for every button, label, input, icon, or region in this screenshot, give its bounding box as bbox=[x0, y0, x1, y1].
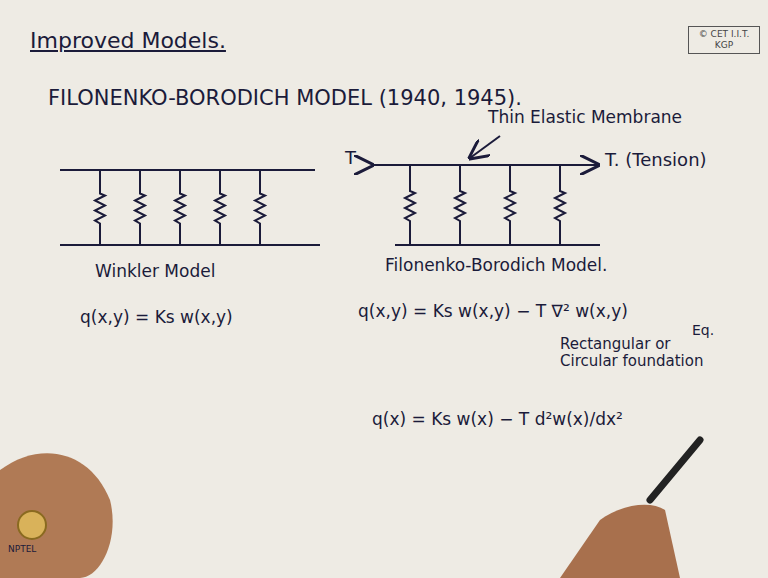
model-heading: FILONENKO-BORODICH MODEL (1940, 1945). bbox=[48, 86, 522, 110]
membrane-label: Thin Elastic Membrane bbox=[488, 108, 682, 128]
model-name: Winkler Model bbox=[95, 262, 215, 282]
spring-symbol bbox=[215, 170, 225, 245]
membrane-line bbox=[372, 164, 598, 166]
spring-symbol bbox=[95, 170, 105, 245]
pen-shape bbox=[650, 440, 700, 500]
model-name: Filonenko-Borodich Model. bbox=[385, 256, 607, 276]
logo-text: NPTEL bbox=[8, 544, 36, 554]
spring-symbol bbox=[405, 165, 415, 245]
leader-arrow bbox=[470, 136, 500, 158]
spring-symbol bbox=[255, 170, 265, 245]
spring-symbols bbox=[405, 165, 565, 245]
equation: q(x,y) = Ks w(x,y) bbox=[80, 308, 233, 328]
nptel-logo bbox=[18, 511, 46, 539]
spring-symbol bbox=[505, 165, 515, 245]
spring-symbol bbox=[555, 165, 565, 245]
base-line bbox=[395, 244, 600, 246]
hand-shape bbox=[560, 505, 680, 578]
note: Eq. bbox=[692, 322, 714, 338]
note: Rectangular or Circular foundation bbox=[560, 336, 710, 371]
hand-shape bbox=[0, 453, 113, 578]
spring-symbol bbox=[175, 170, 185, 245]
tension-label: T. (Tension) bbox=[605, 150, 707, 171]
tension-symbol: T bbox=[345, 148, 356, 169]
equation: q(x) = Ks w(x) − T d²w(x)/dx² bbox=[372, 410, 623, 430]
spring-symbols bbox=[95, 170, 265, 245]
spring-symbol bbox=[455, 165, 465, 245]
watermark-box: © CET I.I.T. KGP bbox=[688, 26, 760, 54]
slide-title: Improved Models. bbox=[30, 28, 226, 53]
equation: q(x,y) = Ks w(x,y) − T ∇² w(x,y) bbox=[358, 302, 628, 322]
watermark-text: © CET I.I.T. KGP bbox=[693, 29, 755, 51]
top-plate bbox=[60, 169, 315, 171]
spring-symbol bbox=[135, 170, 145, 245]
